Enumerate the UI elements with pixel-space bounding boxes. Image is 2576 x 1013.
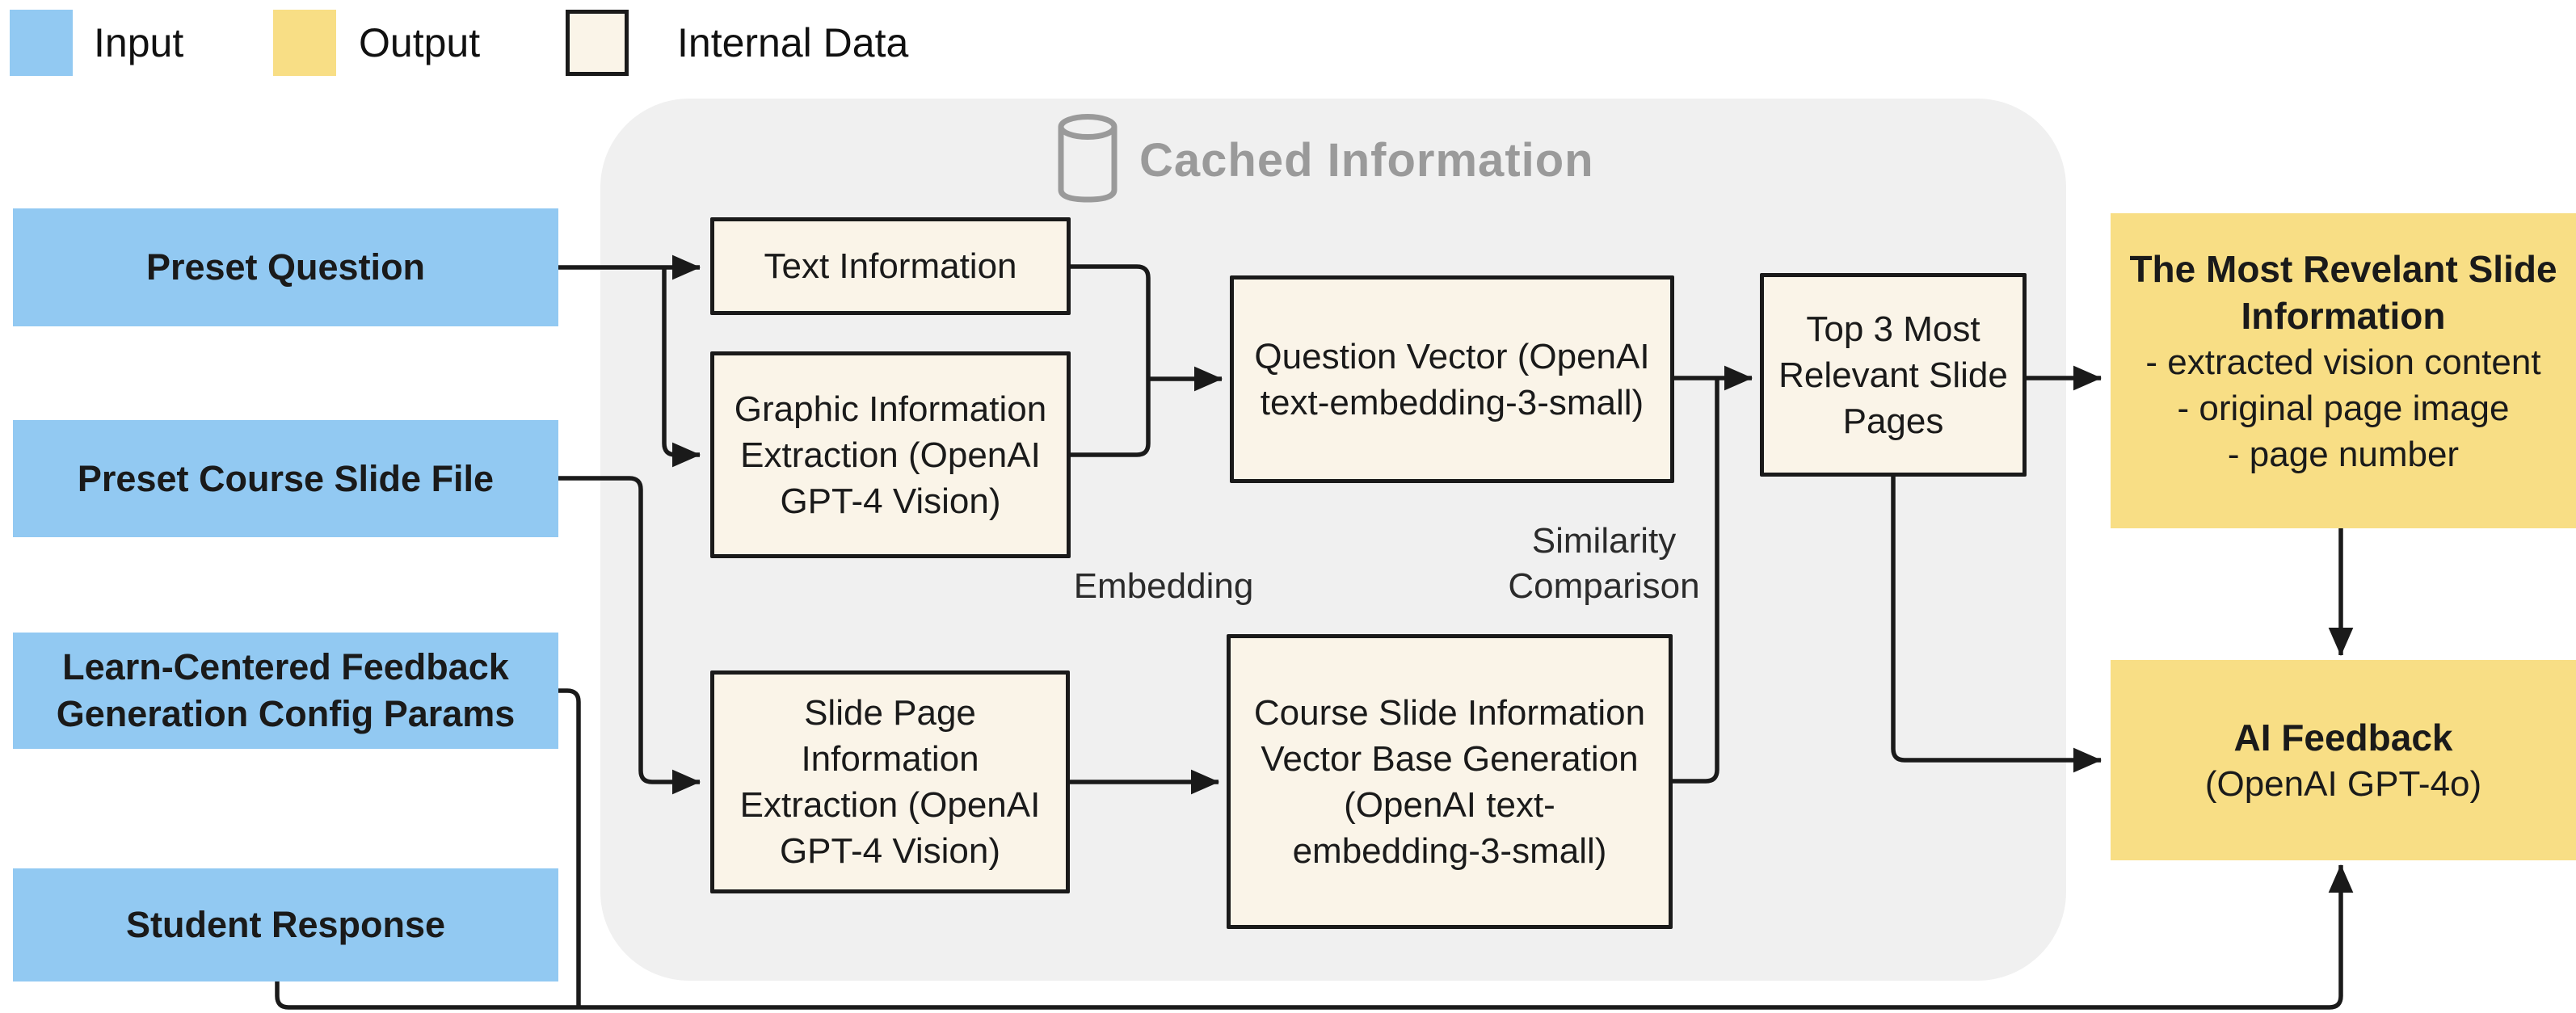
cached-information-title: Cached Information (1139, 134, 1594, 187)
legend-output-label: Output (359, 20, 481, 65)
legend-input-label: Input (94, 20, 184, 65)
node-learn-centered-config-params: Learn-Centered Feedback Generation Confi… (13, 633, 558, 749)
node-question-vector: Question Vector (OpenAI text-embedding-3… (1230, 275, 1674, 483)
node-slide-page-information-extraction: Slide Page Information Extraction (OpenA… (710, 670, 1070, 893)
legend-internal-data-label: Internal Data (677, 20, 909, 65)
node-ai-feedback: AI Feedback (OpenAI GPT-4o) (2111, 660, 2576, 860)
database-icon (1057, 113, 1118, 208)
node-top3-relevant-slide-pages: Top 3 Most Relevant Slide Pages (1760, 273, 2027, 477)
wire-top3-to-ai-feedback (1891, 477, 2102, 773)
wire-course-slide-up-to-top3 (1673, 378, 1719, 784)
similarity-comparison-label: Similarity Comparison (1508, 521, 1700, 606)
node-text-information: Text Information (710, 217, 1071, 315)
node-student-response: Student Response (13, 868, 558, 981)
wire-graphic-info-merge (1071, 379, 1151, 457)
legend-internal-data-swatch (566, 10, 629, 76)
wire-student-response-to-ai-feedback (275, 864, 2354, 1010)
node-graphic-information-extraction: Graphic Information Extraction (OpenAI G… (710, 351, 1071, 558)
legend-input-swatch (10, 10, 73, 76)
node-preset-course-slide-file: Preset Course Slide File (13, 420, 558, 537)
wire-text-info-merge (1071, 264, 1151, 379)
node-most-relevant-slide-information: The Most Revelant Slide Information - ex… (2111, 213, 2576, 528)
embedding-label: Embedding (1073, 566, 1254, 606)
wire-question-branch-to-graphic (662, 267, 701, 468)
ai-feedback-title: AI Feedback (2233, 716, 2453, 759)
most-relevant-items: - extracted vision content - original pa… (2145, 343, 2541, 474)
ai-feedback-subtitle: (OpenAI GPT-4o) (2204, 763, 2482, 804)
legend-output-swatch (273, 10, 336, 76)
cached-information-header: Cached Information (1057, 113, 1594, 208)
node-course-slide-vector-base-generation: Course Slide Information Vector Base Gen… (1227, 634, 1673, 929)
node-preset-question: Preset Question (13, 208, 558, 326)
most-relevant-title: The Most Revelant Slide Information (2129, 248, 2557, 337)
wire-course-file-to-slide-page (558, 476, 701, 795)
wire-learn-centered-down (558, 688, 581, 1007)
